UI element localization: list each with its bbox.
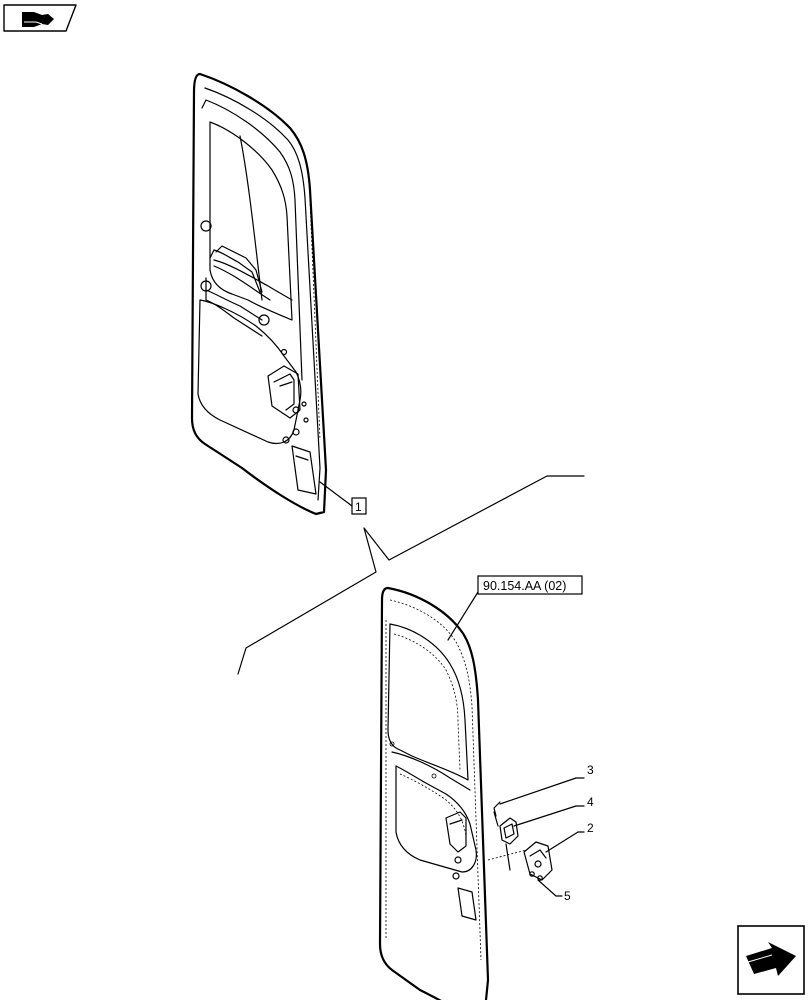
callout-3-label: 3: [587, 763, 594, 777]
latch-parts: [487, 801, 553, 881]
reference-label: 90.154.AA (02): [483, 579, 566, 593]
callout-2: 2: [545, 821, 594, 853]
rear-door-upper-view: [190, 72, 328, 516]
callout-2-label: 2: [587, 821, 594, 835]
section-break-line: [237, 475, 585, 675]
book-with-arrow-icon[interactable]: [3, 4, 77, 32]
callout-4: 4: [513, 795, 594, 827]
callout-5: 5: [537, 879, 571, 903]
rear-door-lower-view: [378, 586, 490, 1000]
next-page-arrow-icon[interactable]: [737, 925, 805, 995]
callout-3: 3: [499, 763, 594, 805]
callout-5-label: 5: [564, 889, 571, 903]
reference-callout: 90.154.AA (02): [447, 575, 583, 641]
callout-1: 1: [319, 481, 367, 515]
callout-4-label: 4: [587, 795, 594, 809]
callout-1-label: 1: [355, 500, 362, 514]
